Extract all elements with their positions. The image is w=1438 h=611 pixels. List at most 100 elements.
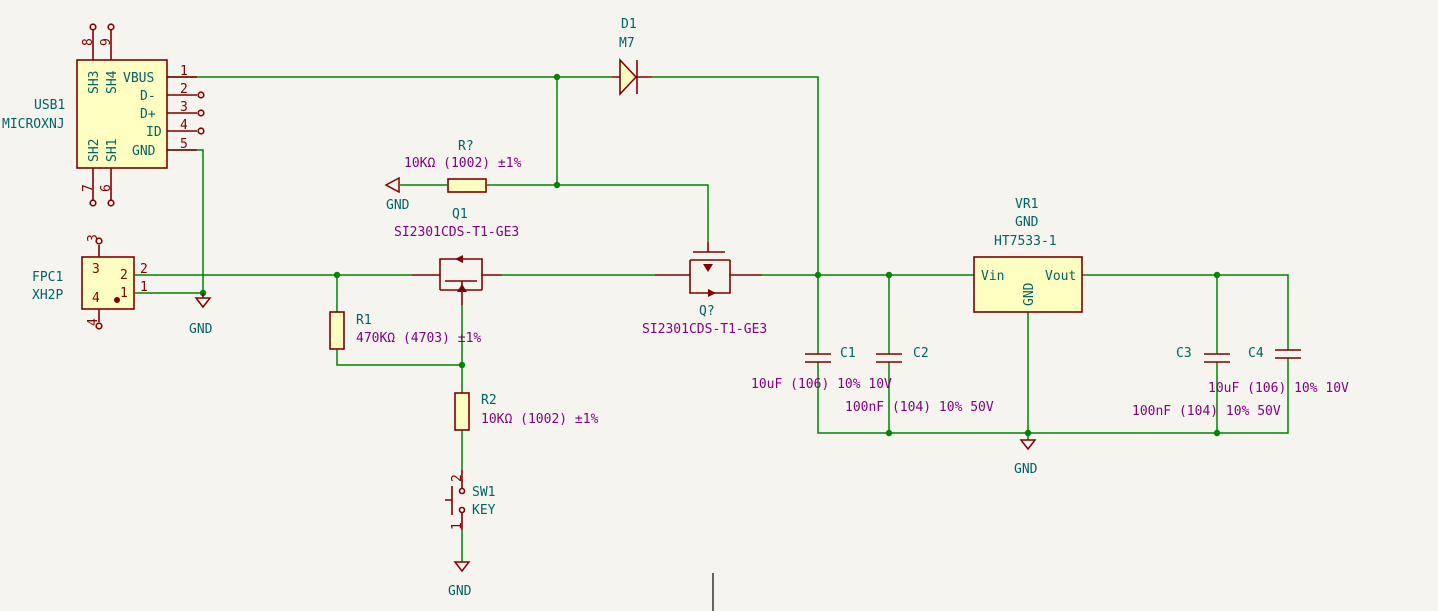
c4-value: 10uF (106) 10% 10V — [1208, 381, 1349, 396]
fpc1-connector[interactable]: 2 1 3 4 2 1 3 4 FPC1 XH2P — [32, 234, 148, 330]
r1-resistor[interactable]: R1 470KΩ (4703) ±1% — [329, 311, 481, 350]
pin-number: 2 — [120, 268, 128, 283]
pin-number: 5 — [180, 137, 188, 152]
r2-resistor[interactable]: R2 10KΩ (1002) ±1% — [454, 392, 599, 431]
gnd-symbol-usb[interactable]: GND — [189, 293, 213, 337]
usb1-body — [76, 59, 168, 169]
vr1-ref: VR1 — [1015, 197, 1038, 212]
no-connect-marker — [95, 237, 103, 245]
gnd-symbol-vr1[interactable]: GND — [1014, 439, 1038, 477]
c3-capacitor[interactable]: C3 100nF (104) 10% 50V — [1132, 346, 1281, 419]
gnd-label: GND — [448, 584, 472, 599]
mosfet-arrow-icon — [703, 264, 713, 272]
r1-body — [329, 311, 345, 350]
switch-actuator-icon — [445, 486, 453, 515]
pin-number: 7 — [81, 184, 96, 192]
usb1-pin-id: ID — [146, 125, 162, 140]
usb1-ref: USB1 — [34, 98, 65, 113]
wire-rtop-right[interactable] — [487, 184, 709, 242]
pin-number: 3 — [92, 262, 100, 277]
c3-ref: C3 — [1176, 346, 1192, 361]
junction — [1213, 271, 1221, 279]
wire-r1-bottom[interactable] — [336, 349, 462, 366]
usb1-value: MICROXNJ — [2, 117, 65, 132]
c2-capacitor[interactable]: C2 100nF (104) 10% 50V — [845, 346, 994, 415]
q1-source-drain — [412, 258, 502, 276]
q1-value: SI2301CDS-T1-GE3 — [394, 225, 519, 240]
pin-number: 1 — [180, 64, 188, 79]
pin-number: 3 — [86, 234, 101, 242]
diode-triangle-icon — [619, 57, 638, 97]
wire-vr1-out[interactable] — [1082, 274, 1289, 350]
wire-c1-bottom[interactable] — [817, 358, 1289, 434]
junction — [1024, 429, 1032, 437]
r2-body — [454, 392, 470, 431]
wire-d1-out[interactable] — [652, 76, 819, 275]
body-diode-icon — [708, 289, 716, 297]
sw1-switch[interactable]: 2 1 SW1 KEY — [445, 470, 496, 530]
d1-value: M7 — [619, 36, 635, 51]
gnd-symbol-sw1[interactable]: GND — [448, 561, 472, 599]
r-top-resistor[interactable]: R? 10KΩ (1002) ±1% — [404, 139, 522, 193]
usb1-pin-gnd: GND — [132, 144, 156, 159]
wire-usb-gnd[interactable] — [167, 149, 204, 293]
usb1-pin-vbus: VBUS — [123, 71, 154, 86]
junction — [814, 271, 822, 279]
junction — [553, 73, 561, 81]
gnd-symbol-rtop[interactable]: GND — [384, 176, 410, 213]
no-connect-marker — [197, 91, 205, 99]
junction — [885, 271, 893, 279]
fpc1-body — [81, 256, 135, 310]
usb1-pin-sh3: SH3 — [87, 71, 102, 94]
q2-mosfet[interactable]: Q? SI2301CDS-T1-GE3 — [642, 242, 767, 337]
ground-icon — [194, 297, 212, 309]
usb1-connector[interactable]: VBUS D- D+ ID GND SH3 SH4 SH2 SH1 1 2 3 … — [2, 23, 205, 207]
q1-mosfet[interactable]: Q1 SI2301CDS-T1-GE3 — [394, 207, 519, 305]
vr1-value: HT7533-1 — [994, 234, 1057, 249]
capacitor-plates-icon — [1204, 353, 1230, 363]
r1-value: 470KΩ (4703) ±1% — [356, 331, 481, 346]
c4-capacitor[interactable]: C4 10uF (106) 10% 10V — [1208, 346, 1349, 396]
pin-number: 8 — [81, 38, 96, 46]
pin-number: 1 — [140, 280, 148, 295]
capacitor-plates-icon — [805, 353, 831, 363]
pin-number: 3 — [180, 100, 188, 115]
pin-number: 4 — [86, 318, 101, 326]
c1-capacitor[interactable]: C1 10uF (106) 10% 10V — [751, 346, 892, 392]
q2-ref: Q? — [699, 304, 715, 319]
pin-number: 2 — [140, 262, 148, 277]
gnd-label: GND — [189, 322, 213, 337]
usb1-pin-lines — [167, 76, 197, 151]
d1-diode[interactable]: D1 M7 — [612, 17, 652, 97]
junction — [553, 181, 561, 189]
pin-number: 4 — [92, 291, 100, 306]
junction — [885, 429, 893, 437]
usb1-pin-sh2: SH2 — [87, 139, 102, 162]
c1-ref: C1 — [840, 346, 856, 361]
no-connect-marker — [197, 109, 205, 117]
usb1-pin-sh1: SH1 — [105, 139, 120, 162]
junction — [458, 361, 466, 369]
pin-number: 2 — [450, 474, 465, 482]
q2-value: SI2301CDS-T1-GE3 — [642, 322, 767, 337]
c3-value: 100nF (104) 10% 50V — [1132, 404, 1281, 419]
junction — [333, 271, 341, 279]
ground-icon — [1019, 439, 1037, 451]
pin-number: 1 — [450, 522, 465, 530]
r1-ref: R1 — [356, 313, 372, 328]
vr1-pin-vout: Vout — [1045, 269, 1076, 284]
mosfet-arrow-icon — [457, 284, 467, 292]
pin-number: 2 — [180, 82, 188, 97]
sw1-ref: SW1 — [472, 485, 495, 500]
gnd-label: GND — [1014, 462, 1038, 477]
r2-value: 10KΩ (1002) ±1% — [481, 412, 599, 427]
sw1-value: KEY — [472, 503, 496, 518]
no-connect-marker — [107, 199, 115, 207]
no-connect-marker — [89, 199, 97, 207]
vr1-regulator[interactable]: Vin Vout GND VR1 GND HT7533-1 — [973, 197, 1083, 313]
r-top-ref: R? — [458, 139, 474, 154]
capacitor-plates-icon — [1275, 349, 1301, 359]
gnd-label: GND — [386, 198, 410, 213]
c4-ref: C4 — [1248, 346, 1264, 361]
